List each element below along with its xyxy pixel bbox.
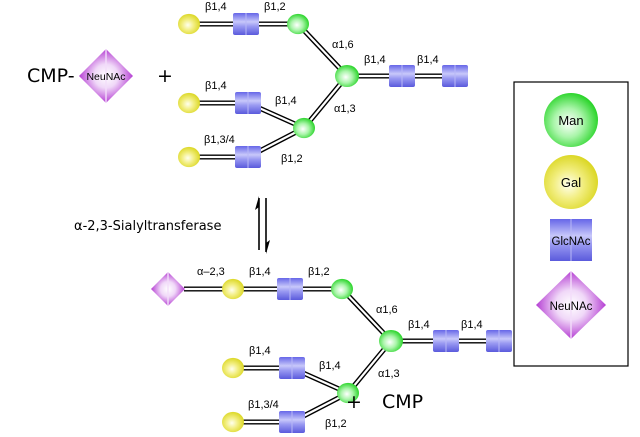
mannose-symbol bbox=[335, 64, 359, 88]
glcnac-symbol bbox=[389, 65, 415, 87]
glcnac-symbol bbox=[486, 330, 512, 352]
linkage-label: β1,4 bbox=[205, 1, 227, 13]
cmp-byproduct-label: CMP bbox=[382, 391, 423, 413]
linkage-label: β1,3/4 bbox=[204, 134, 235, 146]
legend-item-neunac: NeuNAc bbox=[536, 271, 606, 339]
plus-sign-product: + bbox=[346, 391, 362, 413]
bond-man-alpha16 bbox=[296, 22, 349, 78]
legend-label: Gal bbox=[561, 175, 581, 190]
galactose-symbol bbox=[178, 13, 200, 35]
glcnac-symbol bbox=[442, 65, 468, 87]
linkage-label: β1,4 bbox=[205, 80, 227, 92]
neunac-symbol: NeuNAc bbox=[79, 49, 133, 103]
glcnac-symbol bbox=[277, 278, 303, 300]
gal-symbol bbox=[544, 155, 598, 209]
mannose-symbol bbox=[287, 13, 309, 35]
linkage-label: β1,4 bbox=[461, 319, 483, 331]
legend-label: NeuNAc bbox=[550, 301, 593, 313]
linkage-label: β1,4 bbox=[408, 319, 430, 331]
linkage-label: β1,4 bbox=[319, 360, 341, 372]
galactose-symbol bbox=[222, 357, 244, 379]
neunac-label: NeuNAc bbox=[86, 71, 125, 83]
linkage-label: β1,4 bbox=[249, 266, 271, 278]
linkage-label: α1,6 bbox=[376, 304, 398, 316]
galactose-symbol bbox=[178, 92, 200, 114]
mannose-symbol bbox=[331, 278, 353, 300]
linkage-label: β1,3/4 bbox=[248, 399, 279, 411]
linkage-label: β1,4 bbox=[249, 345, 271, 357]
glcnac-symbol bbox=[279, 411, 305, 433]
linkage-label: β1,4 bbox=[275, 95, 297, 107]
linkage-label: α1,3 bbox=[334, 103, 356, 115]
man-symbol bbox=[544, 93, 598, 147]
mannose-symbol bbox=[293, 117, 315, 139]
legend-item-man: Man bbox=[544, 93, 598, 147]
plus-sign: + bbox=[157, 65, 173, 87]
linkage-label: β1,2 bbox=[281, 153, 303, 165]
galactose-symbol bbox=[222, 411, 244, 433]
glcnac-symbol bbox=[433, 330, 459, 352]
linkage-label: β1,2 bbox=[308, 266, 330, 278]
bond-man-alpha16 bbox=[340, 287, 393, 343]
linkage-label: β1,2 bbox=[325, 418, 347, 430]
linkage-label: β1,2 bbox=[264, 1, 286, 13]
cmp-donor-label: CMP- bbox=[27, 65, 75, 87]
linkage-label: β1,4 bbox=[417, 54, 439, 66]
glcnac-symbol bbox=[233, 13, 259, 35]
equilibrium-arrow-icon bbox=[255, 196, 270, 254]
linkage-label: α–2,3 bbox=[197, 266, 225, 278]
linkage-label: β1,4 bbox=[364, 54, 386, 66]
galactose-symbol bbox=[178, 146, 200, 168]
linkage-label: α1,3 bbox=[378, 368, 400, 380]
linkage-label: α1,6 bbox=[332, 39, 354, 51]
legend-label: GlcNAc bbox=[552, 236, 591, 248]
glcnac-symbol bbox=[279, 357, 305, 379]
mannose-symbol bbox=[379, 329, 403, 353]
legend-item-gal: Gal bbox=[544, 155, 598, 209]
mannose-symbol bbox=[337, 382, 359, 404]
glcnac-symbol bbox=[235, 92, 261, 114]
glcnac-symbol bbox=[235, 146, 261, 168]
neunac-symbol bbox=[151, 272, 185, 306]
galactose-symbol bbox=[222, 278, 244, 300]
legend-item-glcnac: GlcNAc bbox=[550, 219, 592, 261]
legend-label: Man bbox=[558, 113, 583, 128]
enzyme-label: α-2,3-Sialyltransferase bbox=[74, 219, 221, 234]
